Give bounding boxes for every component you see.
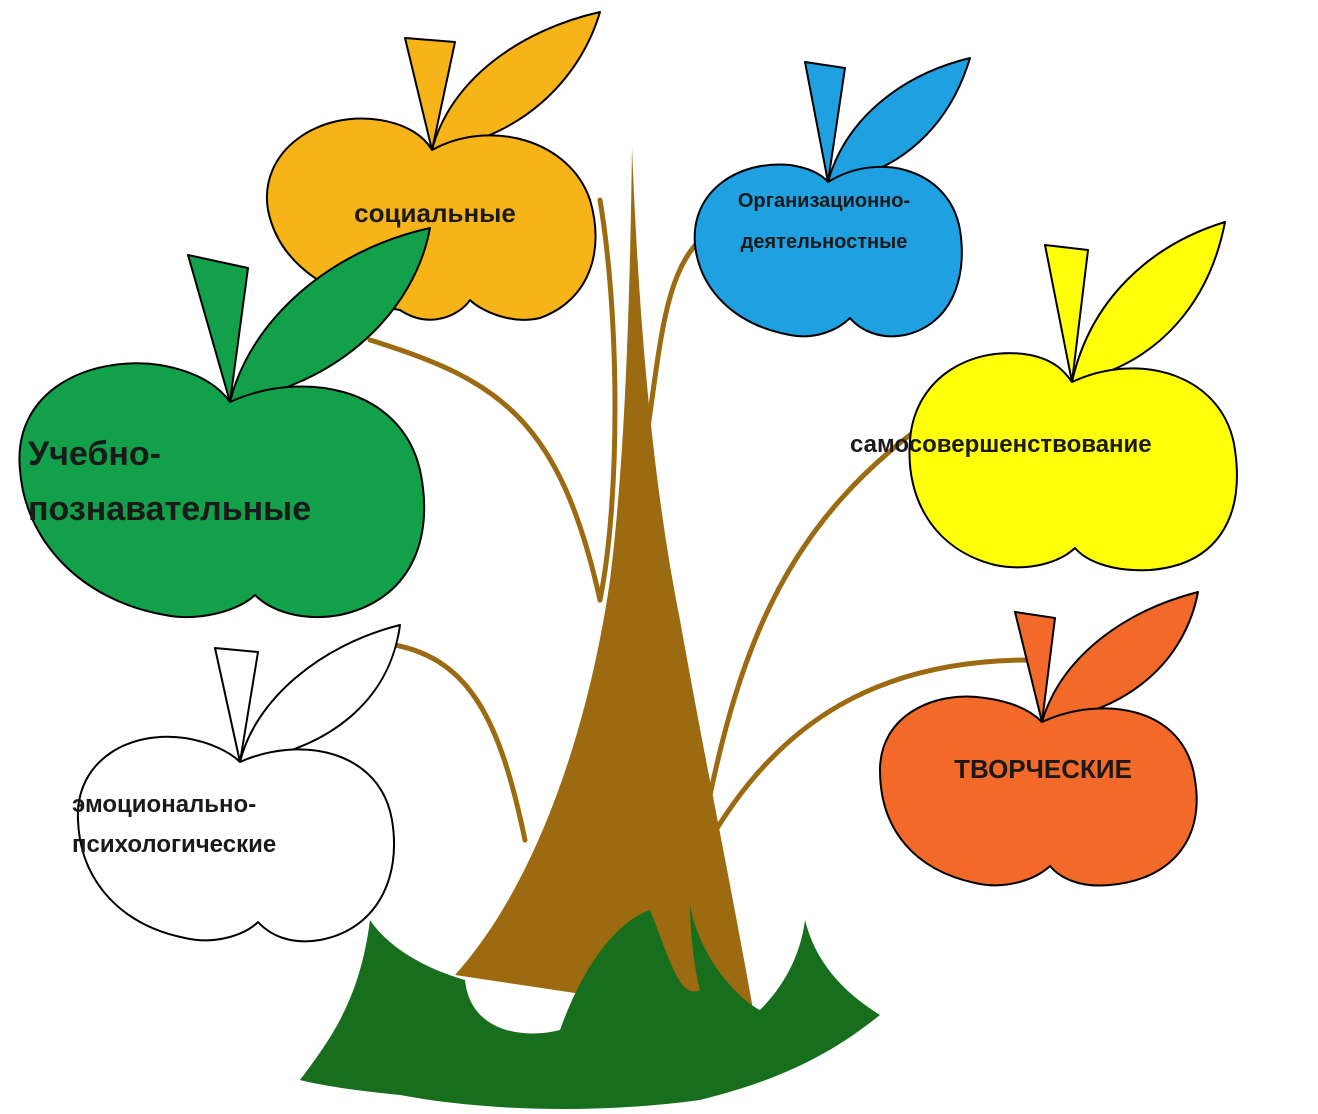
label-creative: ТВОРЧЕСКИЕ (954, 754, 1132, 784)
apple-creative (880, 592, 1198, 886)
apple-selfdev-leaf (1072, 222, 1225, 382)
branch-emotional (395, 645, 525, 840)
label-organizational-line2: деятельностные (741, 231, 908, 253)
label-selfdev: самосовершенствование (850, 431, 1152, 458)
apple-emotional-leaf (240, 625, 400, 762)
apple-social (267, 12, 600, 320)
apple-organizational-leaf (828, 58, 970, 182)
label-educational-line2: познавательные (28, 490, 311, 528)
label-educational-line1: Учебно- (28, 435, 161, 473)
label-emotional-line1: эмоционально- (72, 791, 256, 818)
apple-educational (19, 228, 430, 617)
apple-creative-leaf (1042, 592, 1198, 722)
apple-emotional (78, 625, 400, 941)
label-emotional-line2: психологические (72, 831, 276, 858)
branch-stem-social (600, 200, 615, 600)
apple-selfdev-body (909, 353, 1236, 570)
apple-social-leaf (432, 12, 600, 150)
label-organizational-line1: Организационно- (738, 190, 910, 212)
apple-creative-body (880, 697, 1197, 886)
label-social: социальные (354, 198, 516, 228)
